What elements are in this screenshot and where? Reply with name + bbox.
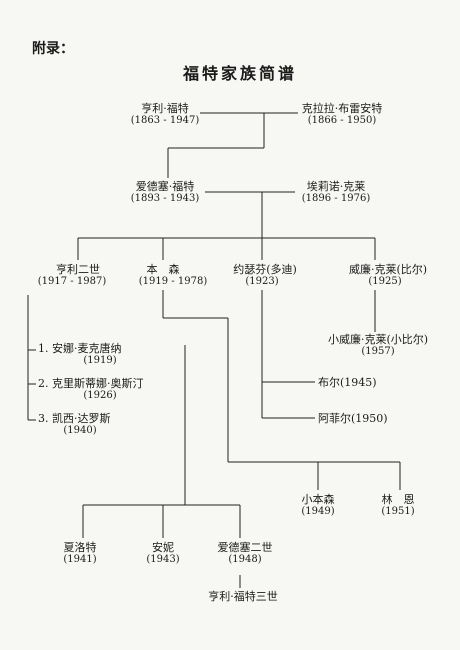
wife-years-cristina-austin: (1926): [83, 390, 117, 401]
person-years-william-clay-jr: (1957): [361, 346, 395, 357]
person-years-henry-ii: (1917 - 1987): [37, 276, 107, 287]
person-years-william-clay: (1925): [368, 276, 402, 287]
person-name-lynn: 林 恩: [381, 493, 415, 506]
person-years-lynn: (1951): [381, 506, 415, 517]
person-years-edsel-ii: (1948): [228, 554, 262, 565]
person-name-buhl: 布尔(1945): [318, 376, 377, 389]
person-years-josephine: (1923): [245, 276, 279, 287]
appendix-label: 附录：: [32, 41, 74, 57]
person-name-edsel-ii: 爱德塞二世: [217, 541, 273, 554]
person-name-clara-bryant: 克拉拉·布雷安特: [301, 102, 383, 115]
person-name-henry-ford-iii: 亨利·福特三世: [208, 590, 278, 603]
person-years-charlotte: (1941): [63, 554, 97, 565]
person-name-william-clay-jr: 小威廉·克莱(小比尔): [327, 333, 429, 346]
person-years-henry-ford: (1863 - 1947): [130, 115, 200, 126]
person-name-eleanor-clay: 埃莉诺·克莱: [306, 180, 366, 193]
person-years-anne: (1943): [146, 554, 180, 565]
person-years-eleanor-clay: (1896 - 1976): [301, 193, 371, 204]
wife-name-anne-mcdonnell: 1. 安娜·麦克唐纳: [38, 342, 122, 355]
person-name-josephine: 约瑟芬(多迪): [233, 263, 297, 276]
person-name-alfred: 阿菲尔(1950): [318, 412, 388, 425]
person-years-benson: (1919 - 1978): [138, 276, 208, 287]
person-name-william-clay: 威廉·克莱(比尔): [348, 263, 428, 276]
wife-name-cristina-austin: 2. 克里斯蒂娜·奥斯汀: [38, 377, 144, 390]
person-years-benson-jr: (1949): [301, 506, 335, 517]
person-years-edsel-ford: (1893 - 1943): [130, 193, 200, 204]
page-title: 福特家族简谱: [182, 64, 298, 83]
wife-years-kathleen-duross: (1940): [63, 425, 97, 436]
person-name-anne: 安妮: [152, 541, 174, 554]
person-years-clara-bryant: (1866 - 1950): [307, 115, 377, 126]
person-name-edsel-ford: 爱德塞·福特: [135, 180, 195, 193]
person-name-benson-jr: 小本森: [301, 493, 335, 506]
person-name-charlotte: 夏洛特: [63, 541, 97, 554]
wife-name-kathleen-duross: 3. 凯西·达罗斯: [38, 412, 111, 425]
wife-years-anne-mcdonnell: (1919): [83, 355, 117, 366]
person-name-henry-ii: 亨利二世: [56, 263, 100, 276]
person-name-benson: 本 森: [146, 263, 180, 276]
person-name-henry-ford: 亨利·福特: [141, 102, 189, 115]
